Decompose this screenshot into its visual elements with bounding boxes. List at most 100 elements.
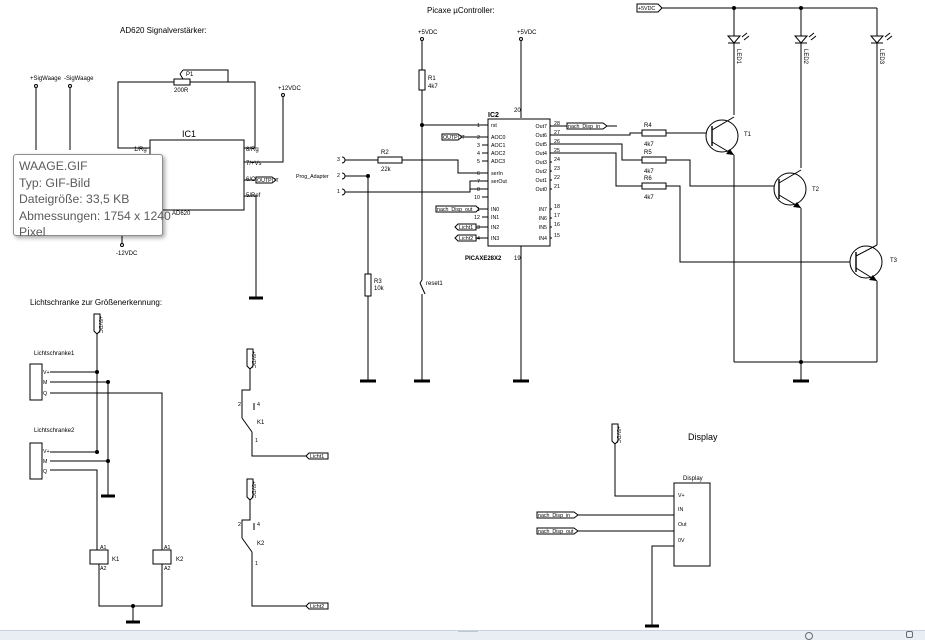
- ic2-pin-number: 16: [554, 222, 560, 228]
- r3-value: 10k: [374, 286, 385, 292]
- k1-supply-flag-label: +5VDC: [250, 351, 256, 368]
- ic2-pin-number: 5: [477, 159, 480, 165]
- ic2-supply-label: +5VDC: [517, 30, 537, 36]
- r5-name: R5: [644, 150, 652, 156]
- ic2-pin-number: 22: [554, 175, 560, 181]
- title-picaxe: Picaxe µController:: [427, 6, 495, 15]
- ic2-pin-number: 18: [554, 204, 560, 210]
- minus12-label: -12VDC: [116, 251, 138, 257]
- ic2-pin-name: Out4: [536, 151, 548, 157]
- reset-label: reset1: [426, 281, 443, 287]
- ic1-pin8: 8/Rg: [246, 147, 259, 153]
- ls1-pin-q: Q: [43, 391, 47, 397]
- k1-switch-label: K1: [257, 420, 265, 426]
- p1-value: 200R: [174, 88, 189, 94]
- display-block-title: Display: [683, 476, 703, 482]
- ic2-pin19: 19: [514, 256, 521, 262]
- ic2-part: PICAXE28X2: [465, 256, 502, 262]
- r2-resistor: [377, 156, 403, 164]
- k2-pin2: 2: [238, 522, 241, 528]
- k1-pin4: 4: [257, 402, 260, 408]
- relay-k2-a1: A1: [164, 545, 171, 551]
- r4-name: R4: [644, 123, 652, 129]
- prog-adapter-label: Prog_Adapter: [296, 174, 329, 180]
- display-pin-in: IN: [678, 507, 683, 513]
- ic2-pin20: 20: [514, 108, 521, 114]
- k2-pin1: 1: [255, 561, 258, 567]
- r6-value: 4k7: [644, 195, 654, 201]
- file-info-tooltip: WAAGE.GIF Typ: GIF-Bild Dateigröße: 33,5…: [13, 154, 171, 239]
- title-display: Display: [688, 432, 718, 442]
- ls2-pin-vplus: V+: [43, 449, 50, 455]
- ic2-pin-number: 7: [477, 179, 480, 185]
- display-block: [673, 482, 711, 567]
- k2-supply-flag: [246, 478, 254, 501]
- tooltip-dimensions: Abmessungen: 1754 x 1240: [19, 208, 171, 223]
- nach-disp-out-flag: [435, 205, 480, 213]
- r4-value: 4k7: [644, 142, 654, 148]
- relay-k1-a1: A1: [100, 545, 107, 551]
- led2-symbol: [793, 35, 809, 44]
- r2-name: R2: [381, 150, 389, 156]
- p1-potentiometer: [173, 78, 191, 86]
- ic2-name: IC2: [488, 112, 499, 119]
- k2-supply-flag-label: +5VDC: [250, 481, 256, 498]
- licht1-flag-picaxe-label: Licht1: [459, 225, 473, 231]
- ic2-pin-number: 15: [554, 233, 560, 239]
- ic2-pin-number: 14: [474, 236, 480, 242]
- connector-pin2: 2: [337, 173, 340, 179]
- k1-pin2: 2: [238, 402, 241, 408]
- nach-disp-out-flag-display: [536, 527, 579, 535]
- ic2-body: [487, 118, 551, 247]
- ic2-pin-name: Out6: [536, 133, 548, 139]
- licht2-flag-picaxe-label: Licht2: [459, 236, 473, 242]
- k2-switch-label: K2: [257, 541, 265, 547]
- ls-supply-flag: [93, 313, 101, 335]
- connector-pin3: 3: [337, 157, 340, 163]
- tooltip-filename: WAAGE.GIF: [19, 159, 88, 173]
- r5-value: 4k7: [644, 169, 654, 175]
- ic2-pin-number: 24: [554, 157, 560, 163]
- ls1-pin-vplus: V+: [43, 370, 50, 376]
- r3-name: R3: [374, 279, 382, 285]
- licht1-flag-ls: [305, 452, 329, 460]
- plus12-label: +12VDC: [278, 86, 302, 92]
- r2-value: 22k: [381, 167, 392, 173]
- nach-disp-out-flag-label: nach_Disp_out: [437, 207, 473, 213]
- relay-k2-label: K2: [176, 557, 184, 563]
- tooltip-type: Typ: GIF-Bild: [19, 175, 91, 190]
- ic2-pin-name: rst: [491, 123, 497, 129]
- t1-label: T1: [744, 132, 752, 138]
- led3-label: LED3: [878, 49, 884, 65]
- display-pin-out: Out: [678, 522, 687, 528]
- r1-supply-label: +5VDC: [418, 30, 438, 36]
- ic2-pin-name: ADC3: [491, 159, 505, 165]
- sig-neg-label: -SigWaage: [64, 76, 94, 82]
- licht1-flag-ls-label: Licht1: [310, 454, 324, 460]
- ic2-pin-number: 25: [554, 148, 560, 154]
- ic1-pin7: 7/+Vs: [246, 161, 262, 167]
- sig-pos-label: +SigWaage: [30, 76, 62, 82]
- ic2-pin-number: 2: [477, 135, 480, 141]
- status-bar: [0, 630, 925, 640]
- relay-k1-label: K1: [112, 557, 120, 563]
- ic2-pin-name: AOC0: [491, 135, 505, 141]
- ic2-pin-number: 17: [554, 213, 560, 219]
- display-section: +5VDC Display V+ IN Out 0V nach_Disp_in …: [536, 423, 711, 628]
- nach-disp-in-flag-display-label: nach_Disp_in: [538, 513, 570, 519]
- top-supply-flag: [636, 3, 663, 13]
- status-bar-center-mark: [458, 631, 478, 636]
- top-supply-flag-label: +5VDC: [638, 6, 655, 12]
- r3-resistor: [364, 273, 372, 297]
- led2-label: LED2: [802, 49, 808, 65]
- ic2-pin-number: 4: [477, 151, 480, 157]
- led3-symbol: [869, 35, 885, 44]
- ic2-pin-name: AOC2: [491, 151, 505, 157]
- ic2-pin-number: 1: [477, 123, 480, 129]
- ic2-pin-number: 3: [477, 143, 480, 149]
- ic2-pin-name: Out3: [536, 160, 548, 166]
- status-square-icon[interactable]: [906, 631, 913, 638]
- output-flag-picaxe-label: OUTPUT: [443, 135, 466, 141]
